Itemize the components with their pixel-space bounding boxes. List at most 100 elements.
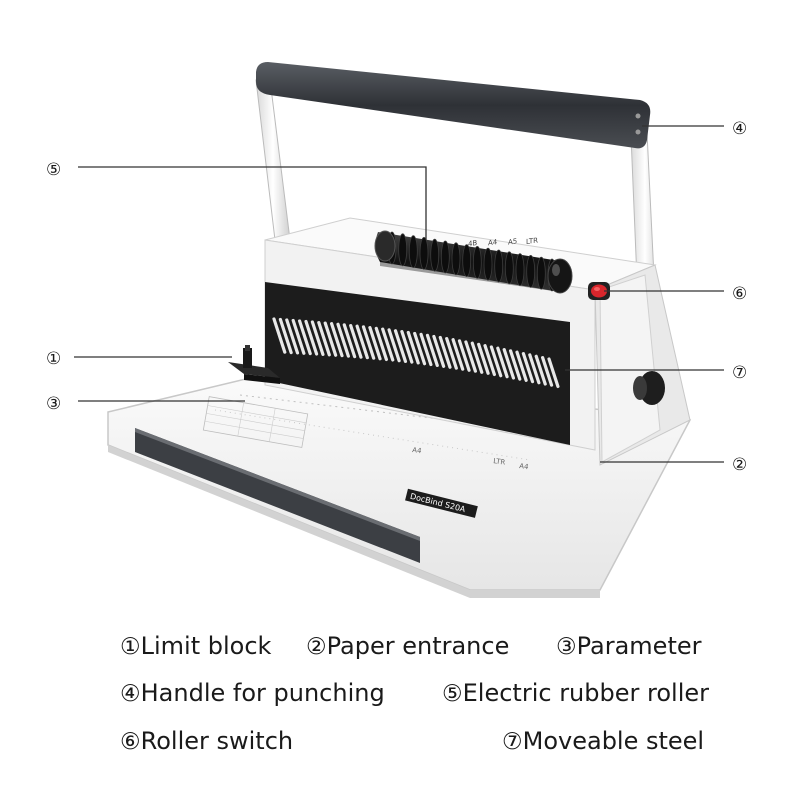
electric-rubber-roller[interactable] xyxy=(374,230,573,294)
comb-tooth xyxy=(457,339,471,372)
comb-tooth xyxy=(534,354,547,386)
front-grip-strip xyxy=(135,428,420,563)
comb-tooth xyxy=(464,340,477,373)
leader-line-5 xyxy=(78,166,427,240)
side-adjust-knob[interactable] xyxy=(633,371,665,405)
punch-comb-teeth xyxy=(272,317,560,389)
roller-rib xyxy=(494,249,504,283)
roller-rib xyxy=(430,238,440,272)
callout-lines xyxy=(74,125,724,463)
legend-number: ⑥ xyxy=(120,729,141,755)
parameter-table xyxy=(202,396,309,448)
comb-tooth xyxy=(272,317,287,354)
comb-tooth xyxy=(515,350,528,382)
tray-label: A4 xyxy=(412,446,423,455)
comb-tooth xyxy=(387,328,401,363)
comb-tooth xyxy=(528,353,541,385)
comb-tooth xyxy=(540,356,554,387)
size-label: A4 xyxy=(488,237,498,247)
legend-label: Electric rubber roller xyxy=(462,679,709,707)
comb-tooth xyxy=(355,324,369,360)
callout-1: ① xyxy=(46,349,61,369)
legend-number: ④ xyxy=(120,681,141,707)
callout-6: ⑥ xyxy=(732,284,747,304)
comb-tooth xyxy=(406,330,420,365)
comb-tooth xyxy=(336,322,350,358)
callout-4: ④ xyxy=(732,119,747,139)
callout-markers: ① ② ③ ④ ⑤ ⑥ ⑦ xyxy=(46,119,747,475)
legend-number: ③ xyxy=(556,634,577,660)
legend-label: Parameter xyxy=(576,632,702,660)
comb-tooth xyxy=(393,329,408,363)
comb-tooth xyxy=(368,326,382,361)
comb-tooth xyxy=(329,322,344,358)
roller-rib xyxy=(483,247,493,281)
roller-rib xyxy=(408,235,418,269)
comb-tooth xyxy=(502,348,516,380)
callout-5: ⑤ xyxy=(46,160,61,180)
legend-number: ② xyxy=(306,634,327,660)
legend-number: ⑤ xyxy=(442,681,463,707)
callout-3: ③ xyxy=(46,394,61,414)
legend-item-handle: ④Handle for punching xyxy=(120,679,385,708)
punch-handle-bar xyxy=(256,62,651,149)
comb-tooth xyxy=(419,332,433,367)
comb-tooth xyxy=(432,334,446,368)
legend-item-rubber-roller: ⑤Electric rubber roller xyxy=(442,679,709,708)
comb-tooth xyxy=(310,320,325,356)
legend-item-moveable-steel: ⑦Moveable steel xyxy=(502,727,704,756)
comb-tooth xyxy=(521,352,535,384)
comb-tooth xyxy=(445,337,458,370)
roller-rib xyxy=(515,253,525,287)
roller-rib xyxy=(451,242,461,276)
roller-rib xyxy=(536,256,546,290)
legend-item-parameter: ③Parameter xyxy=(556,632,702,661)
roller-switch[interactable] xyxy=(588,282,610,300)
comb-tooth xyxy=(278,317,293,355)
tray-label: A4 xyxy=(519,462,530,471)
roller-rib xyxy=(472,245,482,279)
legend-item-limit-block: ①Limit block xyxy=(120,632,271,661)
comb-tooth xyxy=(496,346,509,379)
comb-tooth xyxy=(349,324,363,359)
legend-number: ① xyxy=(120,634,141,660)
comb-tooth xyxy=(470,341,484,374)
comb-tooth xyxy=(483,344,496,377)
size-label: LTR xyxy=(526,235,538,246)
roller-rib xyxy=(462,244,472,278)
legend-label: Moveable steel xyxy=(522,727,705,755)
comb-tooth xyxy=(323,321,338,357)
roller-rib xyxy=(398,233,408,267)
comb-tooth xyxy=(291,318,306,355)
roller-rib xyxy=(419,236,429,270)
comb-tooth xyxy=(425,333,439,368)
comb-tooth xyxy=(304,319,319,356)
legend-label: Paper entrance xyxy=(326,632,510,660)
comb-tooth xyxy=(381,327,395,362)
comb-tooth xyxy=(342,323,357,359)
size-label: 4B xyxy=(468,238,477,248)
tray-label: LTR xyxy=(493,457,506,467)
legend-label: Roller switch xyxy=(140,727,294,755)
limit-block[interactable] xyxy=(228,345,280,384)
comb-tooth xyxy=(451,338,465,371)
callout-2: ② xyxy=(732,455,747,475)
comb-tooth xyxy=(508,349,522,381)
legend-label: Handle for punching xyxy=(140,679,385,707)
parts-legend: ①Limit block ②Paper entrance ③Parameter … xyxy=(0,620,800,780)
comb-tooth xyxy=(285,318,300,355)
comb-tooth xyxy=(438,335,452,369)
comb-tooth xyxy=(317,321,331,357)
size-label: A5 xyxy=(508,236,517,246)
handle-screw xyxy=(635,129,641,135)
comb-tooth xyxy=(400,330,414,364)
moveable-steel-panel xyxy=(265,282,570,445)
comb-tooth xyxy=(361,325,376,360)
comb-tooth xyxy=(477,342,490,375)
roller-rib xyxy=(504,251,514,285)
comb-tooth xyxy=(547,357,560,389)
roller-ribs xyxy=(387,231,557,292)
roller-rib xyxy=(440,240,450,274)
comb-tooth xyxy=(374,326,389,362)
